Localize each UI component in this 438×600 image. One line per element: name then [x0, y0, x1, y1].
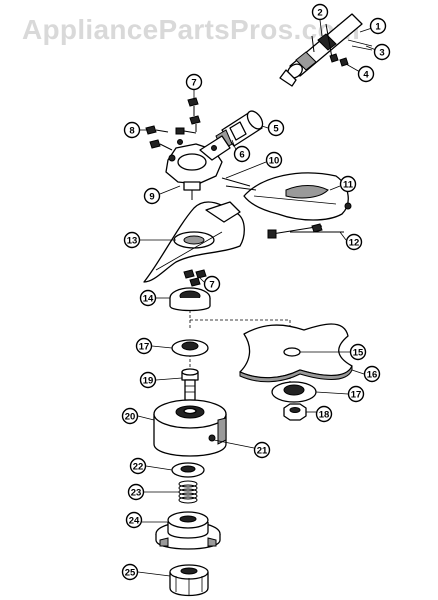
svg-text:6: 6 — [239, 150, 244, 161]
screws-middle-drawing — [183, 269, 207, 287]
callout-22: 22 — [129, 457, 147, 475]
svg-text:5: 5 — [273, 124, 279, 135]
watermark: AppliancePartsPros.com — [22, 14, 361, 45]
callout-9: 9 — [143, 187, 161, 205]
svg-text:25: 25 — [125, 568, 136, 579]
svg-text:23: 23 — [131, 488, 142, 499]
callout-24: 24 — [125, 511, 143, 529]
callout-16: 16 — [363, 365, 381, 383]
blade-drawing — [239, 323, 353, 383]
svg-text:18: 18 — [319, 410, 330, 421]
trimmer-head-housing-drawing — [153, 399, 227, 457]
callout-7-middle: 7 — [203, 275, 221, 293]
svg-text:7: 7 — [191, 78, 196, 89]
svg-text:3: 3 — [379, 48, 384, 59]
leader-lines — [137, 19, 377, 577]
callout-12: 12 — [345, 233, 363, 251]
svg-text:20: 20 — [125, 412, 136, 423]
callout-3: 3 — [373, 43, 391, 61]
callout-14: 14 — [139, 289, 157, 307]
svg-text:14: 14 — [143, 294, 154, 305]
callout-8: 8 — [123, 121, 141, 139]
svg-text:13: 13 — [127, 236, 138, 247]
callout-13: 13 — [123, 231, 141, 249]
callout-4: 4 — [357, 65, 375, 83]
svg-text:24: 24 — [129, 516, 140, 527]
svg-text:10: 10 — [269, 156, 280, 167]
svg-text:17: 17 — [139, 342, 150, 353]
callout-21: 21 — [253, 441, 271, 459]
svg-text:22: 22 — [133, 462, 144, 473]
callout-18: 18 — [315, 405, 333, 423]
svg-text:19: 19 — [143, 376, 154, 387]
svg-text:9: 9 — [149, 192, 154, 203]
svg-text:11: 11 — [343, 180, 354, 191]
spring-drawing — [178, 480, 198, 504]
lower-guard-drawing — [143, 201, 245, 283]
svg-text:17: 17 — [351, 390, 362, 401]
callout-17-right: 17 — [347, 385, 365, 403]
callout-7-top: 7 — [185, 73, 203, 91]
callout-1: 1 — [369, 17, 387, 35]
washer-right-drawing — [271, 381, 317, 403]
svg-text:7: 7 — [209, 280, 214, 291]
handle-tube-drawing — [279, 13, 373, 87]
callout-19: 19 — [139, 371, 157, 389]
screws-8-drawing — [145, 125, 197, 151]
bump-knob-drawing — [169, 564, 209, 597]
callout-2: 2 — [311, 3, 329, 21]
spool-drawing — [155, 511, 221, 550]
callout-5: 5 — [267, 119, 285, 137]
upper-guard-drawing — [221, 172, 352, 221]
spacer-14-drawing — [169, 287, 211, 312]
screws-12-drawing — [267, 223, 344, 239]
svg-text:1: 1 — [375, 22, 381, 33]
svg-text:15: 15 — [353, 348, 364, 359]
svg-text:16: 16 — [367, 370, 378, 381]
callout-15: 15 — [349, 343, 367, 361]
callout-6: 6 — [233, 145, 251, 163]
svg-text:4: 4 — [363, 70, 369, 81]
callout-20: 20 — [121, 407, 139, 425]
svg-text:21: 21 — [257, 446, 268, 457]
callout-23: 23 — [127, 483, 145, 501]
screws-top-drawing — [187, 97, 201, 132]
nut-drawing — [283, 403, 307, 421]
bolt-drawing — [181, 368, 199, 401]
washer-22-drawing — [171, 462, 205, 478]
svg-text:2: 2 — [317, 8, 322, 19]
callout-17-left: 17 — [135, 337, 153, 355]
callout-11: 11 — [339, 175, 357, 193]
callout-25: 25 — [121, 563, 139, 581]
callout-10: 10 — [265, 151, 283, 169]
washer-left-drawing — [171, 339, 209, 357]
svg-text:12: 12 — [349, 238, 360, 249]
svg-text:8: 8 — [129, 126, 134, 137]
gear-head-drawing — [165, 135, 231, 200]
